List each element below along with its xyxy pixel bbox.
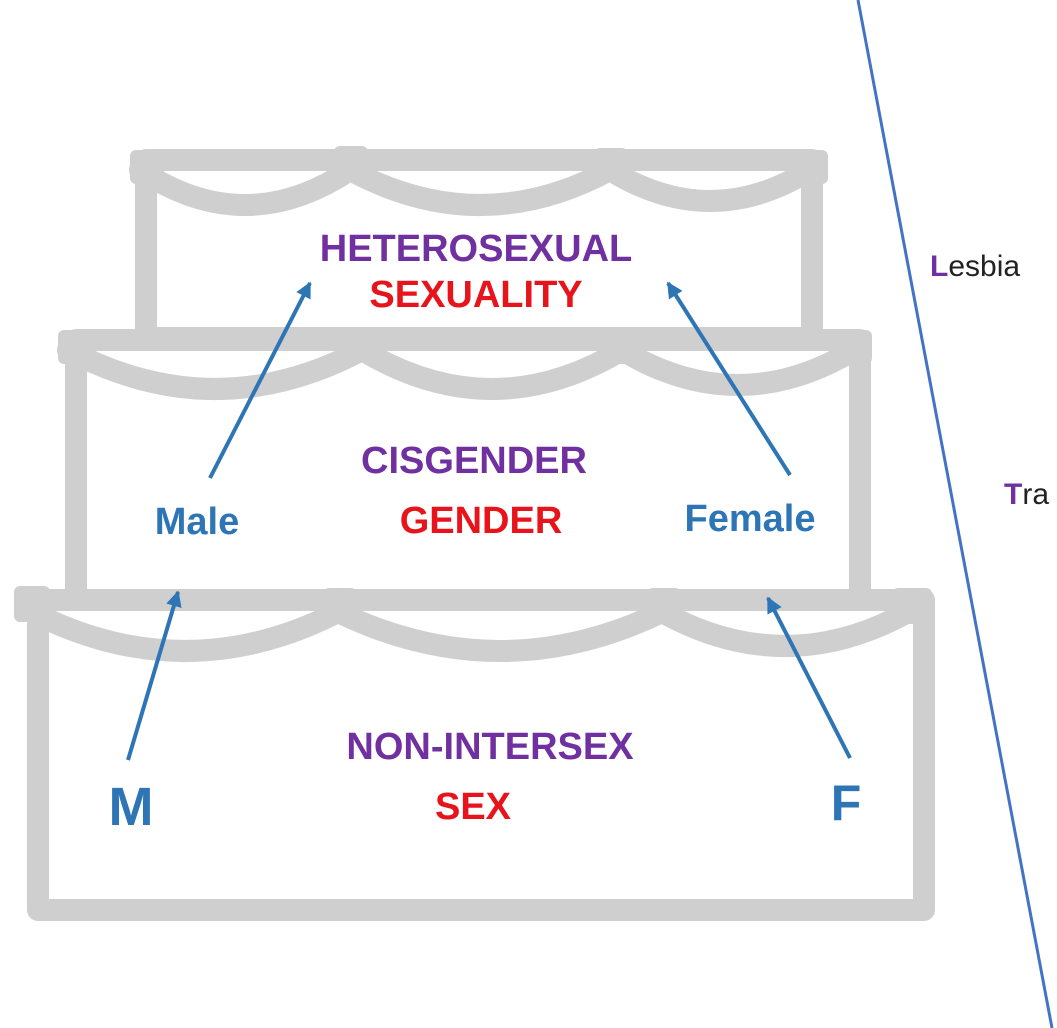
arrow-female-to-heterosexual bbox=[666, 281, 792, 477]
heterosexual-label: HETEROSEXUAL bbox=[319, 228, 633, 270]
side-list-item-1: Lesbia bbox=[930, 252, 1020, 282]
gender-label: GENDER bbox=[399, 500, 563, 542]
side-item-initial: T bbox=[1004, 478, 1023, 511]
side-item-initial: L bbox=[930, 250, 949, 283]
cake-tier-top bbox=[129, 149, 823, 349]
arrow-m-to-male bbox=[126, 590, 182, 761]
non-intersex-label: NON-INTERSEX bbox=[346, 726, 634, 768]
arrow-f-to-female bbox=[766, 596, 852, 759]
sexuality-label: SEXUALITY bbox=[369, 274, 583, 316]
side-item-text: ra bbox=[1022, 478, 1050, 511]
f-label: F bbox=[830, 775, 862, 831]
side-list-item-2: Tra bbox=[1004, 480, 1049, 510]
male-label: Male bbox=[154, 501, 240, 543]
cisgender-label: CISGENDER bbox=[361, 440, 587, 482]
side-item-text: esbia bbox=[948, 250, 1021, 283]
cake-tier-top-knobs bbox=[130, 146, 828, 184]
arrow-male-to-heterosexual bbox=[208, 281, 312, 479]
divider-line bbox=[856, 0, 1054, 1028]
sex-label: SEX bbox=[434, 786, 512, 828]
m-label: M bbox=[108, 777, 154, 837]
female-label: Female bbox=[684, 498, 816, 540]
